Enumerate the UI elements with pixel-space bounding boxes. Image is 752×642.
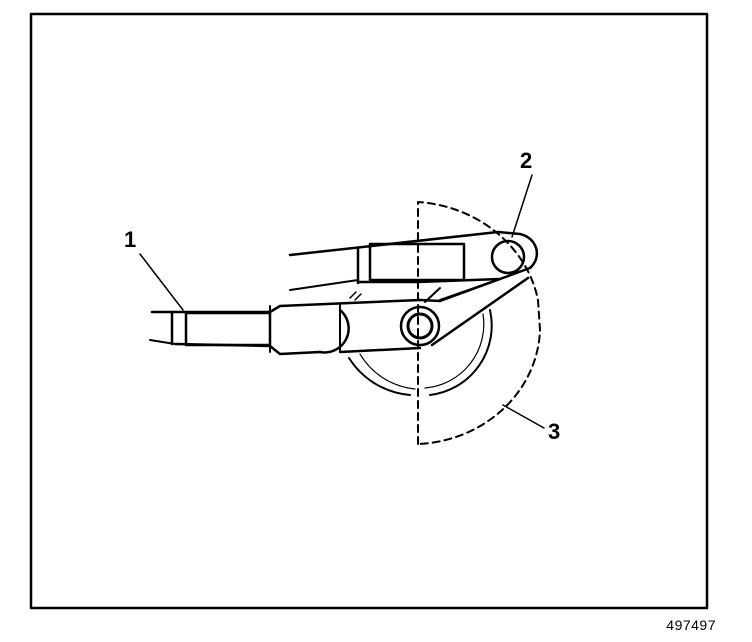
upper-link-arm: [288, 230, 539, 303]
leader-line-1: [139, 253, 184, 311]
leader-line-3: [502, 404, 545, 429]
sweep-arc: [417, 201, 541, 445]
connecting-plate: [349, 276, 530, 347]
leader-line-2: [511, 174, 533, 238]
lower-link-arm: [149, 298, 442, 356]
figure-id: 497497: [666, 617, 716, 633]
diagram-frame: [29, 12, 709, 610]
callout-1: 1: [124, 227, 137, 252]
wheel-disc: [348, 309, 493, 396]
callout-2: 2: [520, 148, 533, 173]
callout-3: 3: [548, 419, 561, 444]
upper-pivot: [490, 239, 526, 275]
lower-pivot: [399, 305, 441, 347]
